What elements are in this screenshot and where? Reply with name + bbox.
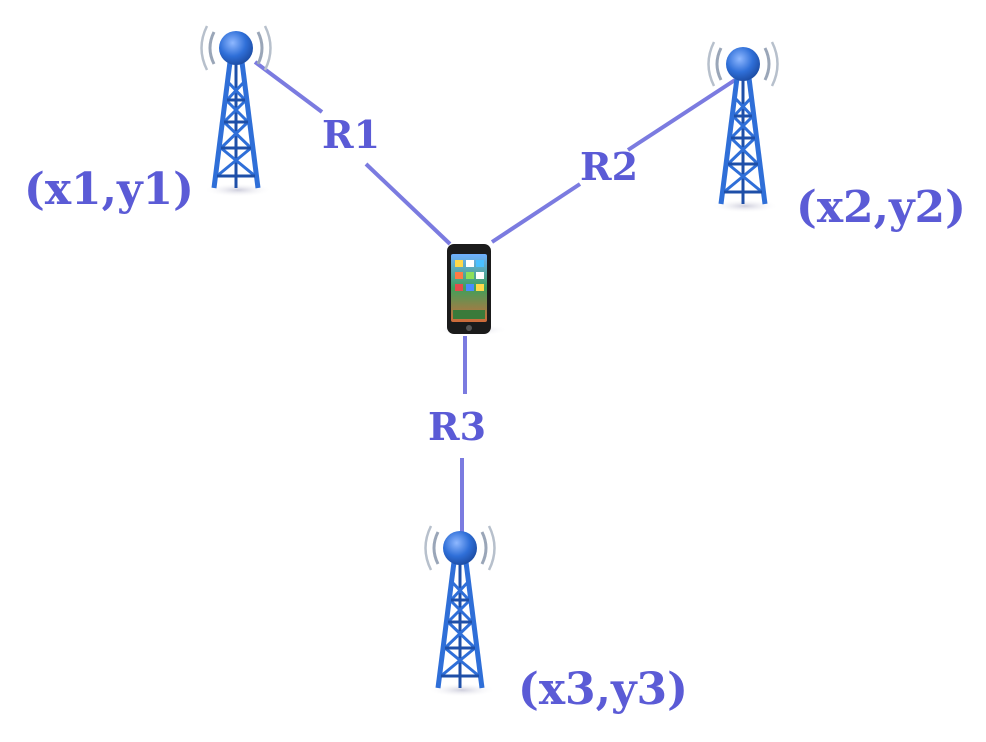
tower-1	[202, 26, 273, 197]
tower-1-coordinate-label: (x1,y1)	[24, 164, 194, 215]
range-label-r2: R2	[580, 144, 638, 189]
range-label-r3: R3	[428, 404, 486, 449]
cell-tower-icon	[709, 42, 780, 213]
tower-2	[709, 42, 780, 213]
link-r2-lower	[490, 182, 582, 244]
range-links	[253, 60, 737, 532]
cell-tower-icon	[202, 26, 273, 197]
tower-3-coordinate-label: (x3,y3)	[518, 664, 688, 715]
link-r1-lower	[364, 162, 452, 246]
smartphone-icon	[436, 244, 508, 336]
link-r2-upper	[626, 78, 737, 152]
tower-2-coordinate-label: (x2,y2)	[796, 182, 966, 233]
cell-tower-icon	[426, 526, 497, 697]
range-label-r1: R1	[322, 112, 380, 157]
tower-3	[426, 526, 497, 697]
